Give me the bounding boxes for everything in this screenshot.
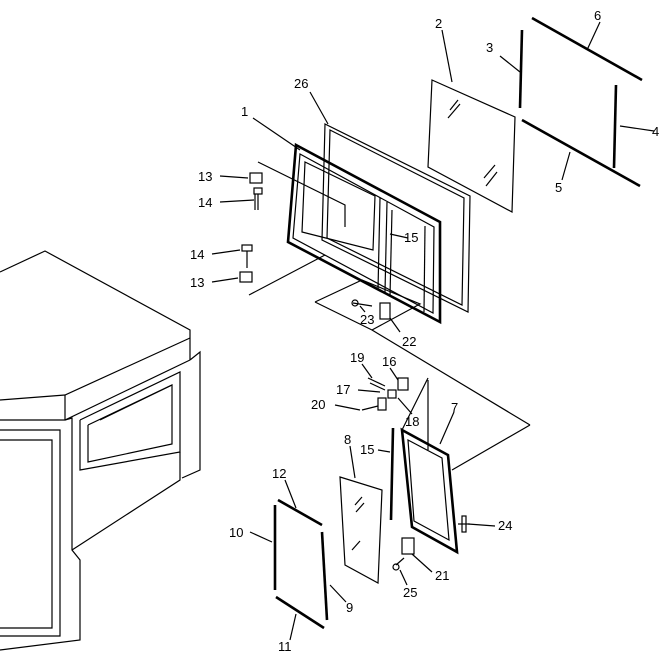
label-20: 20 [311, 397, 325, 412]
part-26-frame [321, 123, 471, 313]
projection-lines-upper [248, 161, 531, 471]
label-17: 17 [336, 382, 350, 397]
label-13-lower: 13 [190, 275, 204, 290]
label-15-upper: 15 [404, 230, 418, 245]
label-26: 26 [294, 76, 308, 91]
label-6: 6 [594, 8, 601, 23]
label-14-lower: 14 [190, 247, 204, 262]
label-24: 24 [498, 518, 512, 533]
label-13-upper: 13 [198, 169, 212, 184]
label-8: 8 [344, 432, 351, 447]
part-3-seal [518, 29, 524, 109]
callout-labels: 2 3 4 5 6 26 1 13 14 14 13 15 23 22 19 1… [190, 8, 659, 654]
part-5-seal [521, 118, 641, 188]
part-12-seal [277, 498, 323, 527]
label-3: 3 [486, 40, 493, 55]
label-5: 5 [555, 180, 562, 195]
label-15-lower: 15 [360, 442, 374, 457]
fasteners-upper [239, 172, 263, 283]
part-9-seal [320, 531, 329, 621]
label-23: 23 [360, 312, 374, 327]
part-15-seal-lower [389, 427, 395, 521]
part-7-sash [400, 377, 459, 555]
label-1: 1 [241, 104, 248, 119]
leader-lines [211, 21, 655, 641]
label-4: 4 [652, 124, 659, 139]
label-16: 16 [382, 354, 396, 369]
label-12: 12 [272, 466, 286, 481]
part-8-glass [339, 476, 383, 584]
seals-lower [273, 498, 329, 630]
part-1-sash [286, 142, 442, 325]
part-4-seal [612, 84, 618, 169]
label-22: 22 [402, 334, 416, 349]
part-2-glass [427, 79, 516, 213]
label-18: 18 [405, 414, 419, 429]
label-19: 19 [350, 350, 364, 365]
latch-22-23 [351, 299, 391, 320]
label-14-upper: 14 [198, 195, 212, 210]
part-11-seal [275, 595, 325, 630]
label-25: 25 [403, 585, 417, 600]
label-2: 2 [435, 16, 442, 31]
cab-body [0, 250, 201, 651]
label-11: 11 [278, 639, 292, 654]
label-10: 10 [229, 525, 243, 540]
seals-upper [518, 16, 643, 188]
label-7: 7 [451, 400, 458, 415]
label-21: 21 [435, 568, 449, 583]
label-9: 9 [346, 600, 353, 615]
